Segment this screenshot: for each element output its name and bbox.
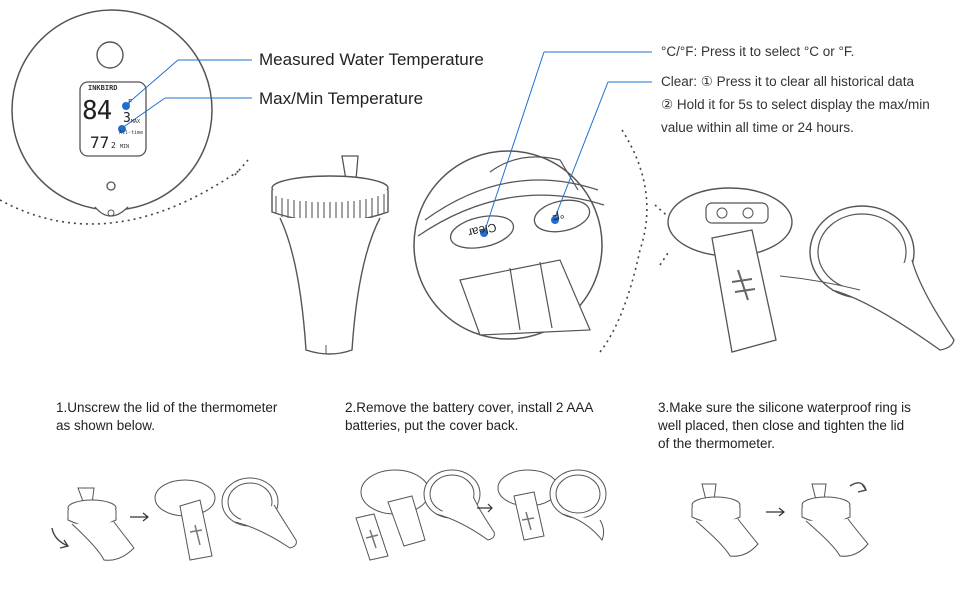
note-clear-2: ② Hold it for 5s to select display the m… bbox=[661, 97, 930, 112]
display-closeup bbox=[0, 9, 249, 225]
step-2-line-1: 2.Remove the battery cover, install 2 AA… bbox=[345, 400, 594, 415]
callout-leaders bbox=[121, 59, 252, 129]
lcd-max-label: MAX bbox=[131, 119, 141, 125]
thermometer-closed bbox=[271, 155, 389, 355]
step-1-line-2: as shown below. bbox=[56, 418, 156, 433]
marker-dot bbox=[480, 229, 488, 237]
lcd-minmax-decimal: 2 bbox=[111, 141, 116, 150]
step-2-line-2: batteries, put the cover back. bbox=[345, 418, 519, 433]
callout-maxmin-temp: Max/Min Temperature bbox=[259, 89, 424, 108]
lcd-minmax-value: 77 bbox=[90, 133, 110, 152]
step-3-line-3: of the thermometer. bbox=[658, 436, 776, 451]
lcd-battery-digit: 3 bbox=[123, 111, 131, 126]
marker-dot bbox=[122, 102, 130, 110]
step-3-line-2: well placed, then close and tighten the … bbox=[658, 418, 905, 433]
lcd-alltime-label: All-time bbox=[119, 130, 144, 136]
note-leaders bbox=[483, 51, 652, 234]
lcd-brand: INKBIRD bbox=[88, 84, 118, 92]
lcd-unit: F bbox=[128, 98, 133, 106]
step-2-text: 2.Remove the battery cover, install 2 AA… bbox=[345, 399, 625, 435]
lcd-temperature: 84 bbox=[82, 96, 112, 126]
step2-images bbox=[355, 469, 607, 561]
note-cf: °C/°F: Press it to select °C or °F. bbox=[661, 44, 855, 59]
note-clear-3: value within all time or 24 hours. bbox=[661, 120, 854, 135]
dotted-arc bbox=[599, 129, 648, 353]
cf-button-label: °F bbox=[550, 206, 566, 224]
marker-dot bbox=[118, 125, 126, 133]
step-1-line-1: 1.Unscrew the lid of the thermometer bbox=[56, 400, 278, 415]
thermometer-open bbox=[667, 187, 955, 353]
step-1-text: 1.Unscrew the lid of the thermometer as … bbox=[56, 399, 326, 435]
marker-dot bbox=[551, 216, 559, 224]
step-3-text: 3.Make sure the silicone waterproof ring… bbox=[658, 399, 948, 453]
note-clear-1: Clear: ① Press it to clear all historica… bbox=[661, 74, 914, 89]
lcd-min-label: MIN bbox=[120, 144, 130, 150]
button-closeup bbox=[413, 150, 605, 340]
step3-images bbox=[691, 482, 869, 557]
callout-measured-temp: Measured Water Temperature bbox=[259, 50, 484, 69]
step-3-line-1: 3.Make sure the silicone waterproof ring… bbox=[658, 400, 911, 415]
step1-images bbox=[51, 477, 297, 561]
